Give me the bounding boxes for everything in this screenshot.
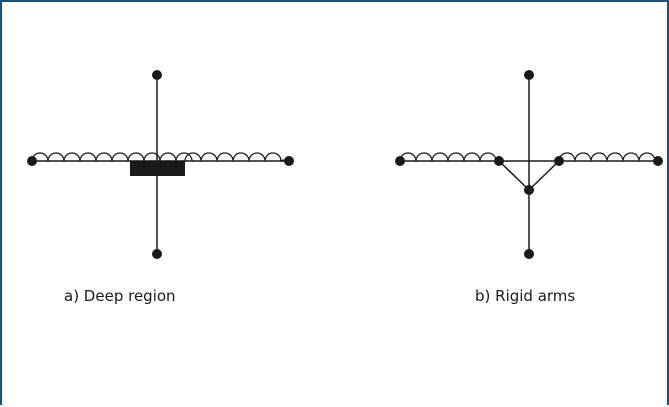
node-a-top [152,70,162,80]
node-b-left [395,156,405,166]
rigid-arm-right [528,160,560,191]
deep-region-block [130,161,185,176]
node-a-right [284,156,294,166]
panel-b-rigid-arms [395,70,663,259]
node-b-center [524,185,534,195]
node-b-top [524,70,534,80]
caption-rigid-arms: b) Rigid arms [475,287,576,305]
node-b-arm-right [554,156,564,166]
node-b-right [653,156,663,166]
spring-coils-b-right [558,152,659,162]
spring-coils-b-left [399,152,498,162]
panel-a-deep-region [27,70,294,259]
node-b-arm-left [494,156,504,166]
caption-deep-region: a) Deep region [64,287,176,305]
node-a-left [27,156,37,166]
spring-coils-a-left [31,152,193,162]
node-a-bottom [152,249,162,259]
spring-coils-a-right [184,152,290,163]
node-b-bottom [524,249,534,259]
rigid-arm-left [498,160,530,191]
